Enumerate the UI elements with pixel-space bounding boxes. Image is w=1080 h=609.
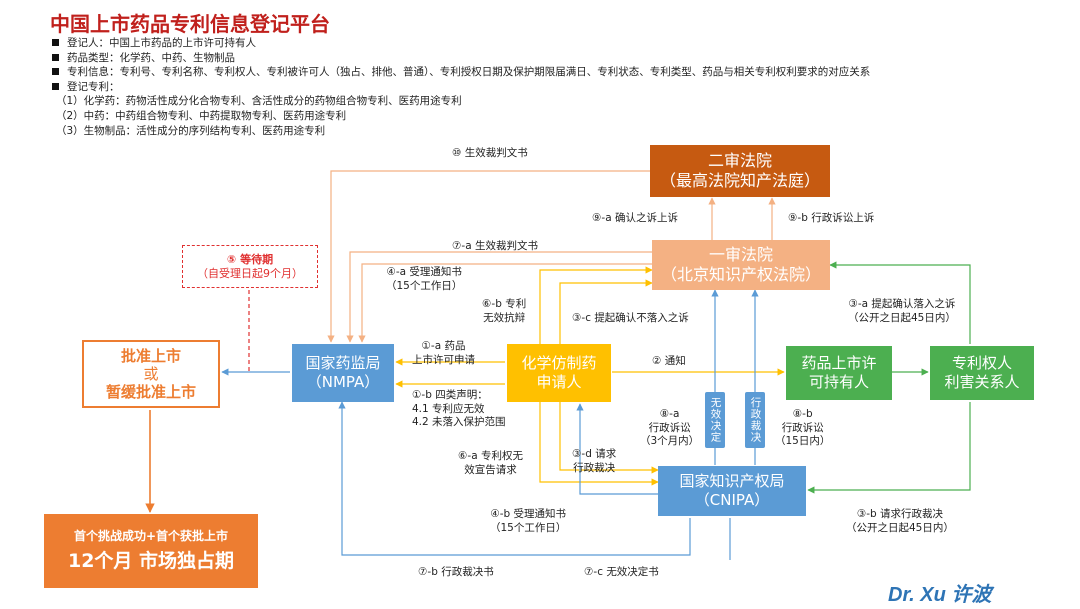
bullet-icon (52, 39, 59, 46)
label-3d: ③-d 请求行政裁决 (572, 448, 617, 474)
bullet-icon (52, 68, 59, 76)
approve-line3: 暂缓批准上市 (105, 383, 196, 401)
waiting-line2: （自受理日起9个月） (197, 266, 303, 280)
mah-box: 药品上市许 可持有人 (786, 346, 892, 400)
arrow-4b (576, 403, 658, 495)
nmpa-box: 国家药监局 （NMPA） (292, 344, 394, 402)
label-1a: ①-a 药品上市许可申请 (412, 340, 475, 366)
applicant-line2: 申请人 (536, 373, 582, 391)
label-2: ② 通知 (652, 355, 686, 367)
arrow-3b (807, 402, 971, 494)
info-row: 药品类型：化学药、中药、生物制品 (52, 51, 870, 66)
label-3a: ③-a 提起确认落入之诉（公开之日起45日内） (848, 298, 956, 324)
nmpa-line1: 国家药监局 (305, 354, 381, 373)
label-4a: ④-a 受理通知书（15个工作日） (386, 266, 463, 292)
info-text: （1）化学药：药物活性成分化合物专利、含活性成分的药物组合物专利、医药用途专利 (56, 95, 462, 108)
info-row: 专利信息：专利号、专利名称、专利权人、专利被许可人（独占、排他、普通）、专利授权… (52, 65, 870, 80)
mah-line1: 药品上市许 (801, 354, 877, 373)
exclusivity-box: 首个挑战成功+首个获批上市 12个月 市场独占期 (44, 514, 258, 588)
arrow-3a (829, 261, 971, 344)
info-text: （3）生物制品：活性成分的序列结构专利、医药用途专利 (56, 124, 326, 137)
info-text: 专利信息：专利号、专利名称、专利权人、专利被许可人（独占、排他、普通）、专利授权… (67, 66, 871, 79)
arrow-10 (327, 170, 650, 343)
approve-line2: 或 (143, 365, 159, 383)
patentee-box: 专利权人 利害关系人 (930, 346, 1034, 400)
approve-line1: 批准上市 (120, 347, 181, 365)
applicant-line1: 化学仿制药 (521, 354, 597, 373)
admin-ruling-tag: 行政裁决 (745, 392, 765, 448)
label-9b: ⑨-b 行政诉讼上诉 (788, 212, 875, 224)
info-row: 登记专利： (52, 80, 870, 95)
signature: Dr. Xu 许波 (888, 584, 992, 606)
label-3b: ③-b 请求行政裁决（公开之日起45日内） (846, 508, 954, 534)
info-text: （2）中药：中药组合物专利、中药提取物专利、医药用途专利 (56, 109, 347, 122)
invalid-decision-tag: 无效决定 (705, 392, 725, 448)
label-7b: ⑦-b 行政裁决书 (418, 566, 494, 578)
info-row: 登记人：中国上市药品的上市许可持有人 (52, 36, 870, 51)
mah-line2: 可持有人 (808, 373, 869, 391)
label-7a: ⑦-a 生效裁判文书 (452, 240, 538, 252)
label-7c: ⑦-c 无效决定书 (584, 566, 659, 578)
exclusive-line2: 12个月 市场独占期 (67, 549, 235, 572)
approve-box: 批准上市 或 暂缓批准上市 (82, 340, 220, 408)
label-9a: ⑨-a 确认之诉上诉 (592, 212, 678, 224)
second-court-box: 二审法院 （最高法院知产法庭） (650, 145, 830, 197)
bullet-icon (52, 53, 59, 61)
label-4b: ④-b 受理通知书（15个工作日） (490, 508, 567, 534)
info-row: （2）中药：中药组合物专利、中药提取物专利、医药用途专利 (52, 109, 870, 124)
arrow-7b (338, 401, 691, 556)
label-6b: ⑥-b 专利无效抗辩 (482, 298, 527, 324)
label-3c: ③-c 提起确认不落入之诉 (572, 312, 689, 324)
patentee-line2: 利害关系人 (944, 373, 1020, 391)
info-row: （1）化学药：药物活性成分化合物专利、含活性成分的药物组合物专利、医药用途专利 (52, 94, 870, 109)
label-6a: ⑥-a 专利权无效宣告请求 (458, 450, 523, 476)
nmpa-line2: （NMPA） (306, 373, 380, 391)
arrow-4a (358, 263, 652, 343)
waiting-period-box: ⑤ 等待期 （自受理日起9个月） (182, 245, 318, 288)
patentee-line1: 专利权人 (951, 354, 1012, 373)
second-court-line2: （最高法院知产法庭） (659, 171, 820, 190)
info-row: （3）生物制品：活性成分的序列结构专利、医药用途专利 (52, 124, 870, 139)
arrow-6b (539, 266, 653, 344)
cnipa-box: 国家知识产权局 （CNIPA） (658, 466, 806, 516)
first-court-line2: （北京知识产权法院） (660, 265, 821, 284)
second-court-line1: 二审法院 (707, 151, 772, 170)
first-court-line1: 一审法院 (708, 245, 773, 264)
waiting-line1: ⑤ 等待期 (226, 252, 274, 266)
arrow-7a (346, 251, 652, 343)
cnipa-line1: 国家知识产权局 (679, 472, 785, 491)
applicant-box: 化学仿制药 申请人 (507, 344, 611, 402)
exclusive-line1: 首个挑战成功+首个获批上市 (73, 528, 229, 543)
info-list: 登记人：中国上市药品的上市许可持有人药品类型：化学药、中药、生物制品专利信息：专… (52, 36, 870, 138)
arrow-6a (539, 402, 659, 486)
info-text: 登记专利： (67, 80, 120, 93)
label-10: ⑩ 生效裁判文书 (452, 147, 528, 159)
page-title: 中国上市药品专利信息登记平台 (50, 12, 330, 36)
first-court-box: 一审法院 （北京知识产权法院） (652, 240, 830, 290)
info-text: 登记人：中国上市药品的上市许可持有人 (67, 37, 256, 49)
arrow-3d (559, 402, 659, 474)
cnipa-line2: （CNIPA） (694, 491, 770, 509)
arrow-3c (559, 279, 653, 344)
info-text: 药品类型：化学药、中药、生物制品 (67, 51, 235, 64)
bullet-icon (52, 82, 59, 90)
